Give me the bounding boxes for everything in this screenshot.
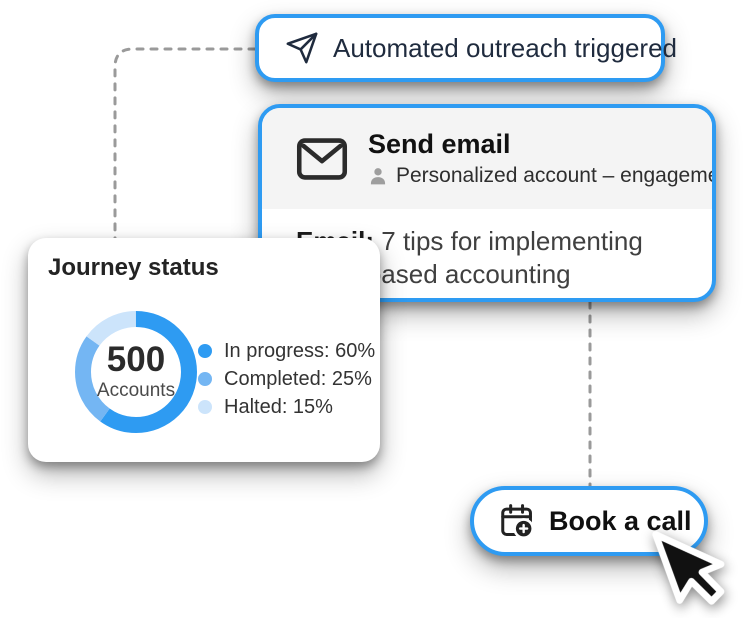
journey-status-title: Journey status — [48, 254, 219, 281]
trigger-pill[interactable]: Automated outreach triggered — [255, 14, 677, 82]
donut-chart-wrap: 500 Accounts — [75, 311, 197, 433]
legend-label: Completed: 25% — [224, 367, 372, 390]
connector-trigger-to-journey — [113, 47, 257, 240]
calendar-plus-icon — [498, 502, 536, 540]
donut-segment-halted — [75, 311, 197, 433]
trigger-label: Automated outreach triggered — [333, 32, 677, 63]
email-card-subtitle: Personalized account – engagement — [396, 164, 716, 188]
person-icon — [368, 166, 388, 186]
legend-label: In progress: 60% — [224, 339, 376, 362]
journey-status-card: Journey status 500 Accounts In progress:… — [28, 238, 380, 462]
legend-item: Completed: 25% — [198, 367, 375, 390]
donut-center-value: 500 — [106, 340, 166, 379]
legend-dot — [198, 344, 212, 358]
legend: In progress: 60% Completed: 25% Halted: 15… — [198, 339, 376, 418]
legend-item: In progress: 60% — [198, 339, 376, 362]
donut-center-label: Accounts — [96, 380, 176, 401]
send-icon — [285, 31, 319, 65]
legend-dot — [198, 400, 212, 414]
email-card-header: Send email Personalized account – engage… — [262, 108, 712, 209]
legend-item: Halted: 15% — [198, 395, 375, 418]
envelope-icon — [296, 137, 348, 181]
donut-chart — [75, 311, 197, 433]
legend-label: Halted: 15% — [224, 395, 333, 418]
legend-dot — [198, 372, 212, 386]
cursor-arrow-icon — [652, 531, 725, 605]
email-card-title: Send email — [368, 128, 511, 159]
donut-segment-completed — [75, 311, 197, 433]
book-call-label: Book a call — [549, 505, 692, 536]
